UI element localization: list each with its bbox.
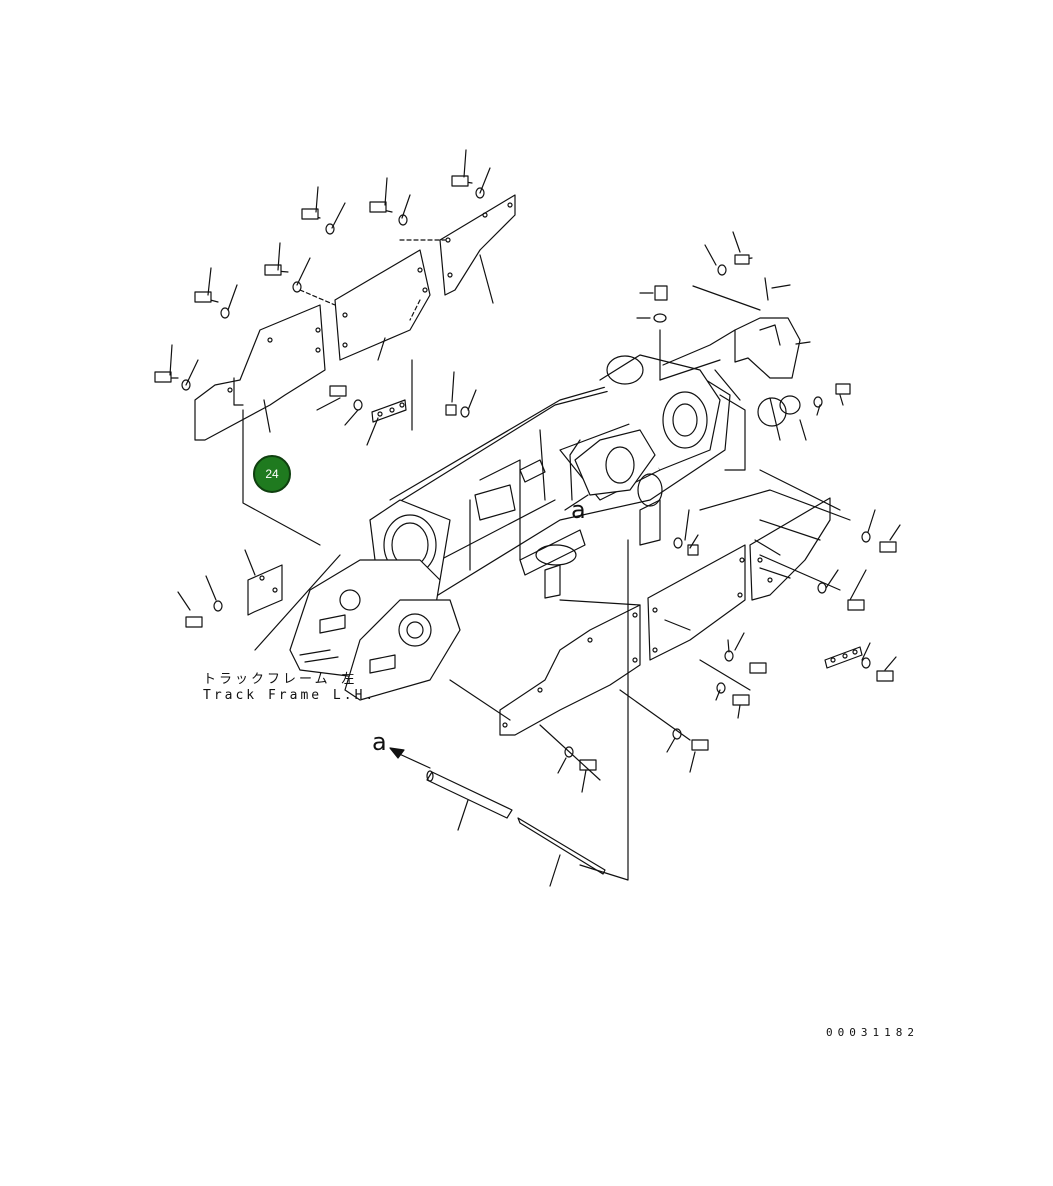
view-arrow <box>389 494 589 769</box>
upper-right-covers <box>636 231 851 441</box>
pin-and-rod <box>426 539 629 887</box>
drawing-number: 00031182 <box>826 1026 919 1039</box>
right-guard-plates <box>499 497 863 736</box>
front-small-plate <box>244 549 283 616</box>
view-reference-label: a <box>571 496 586 524</box>
view-reference-label: a <box>372 728 387 756</box>
frame-name-japanese: トラックフレーム 左 <box>203 672 358 687</box>
right-fasteners <box>177 371 901 793</box>
upper-left-guard-plates <box>194 194 516 441</box>
track-frame-body <box>289 354 746 701</box>
part-callout-badge[interactable]: 24 <box>253 455 291 493</box>
assembly-leader-lines <box>242 359 851 721</box>
frame-name-english: Track Frame L.H. <box>203 688 377 703</box>
upper-left-fasteners <box>154 149 494 446</box>
